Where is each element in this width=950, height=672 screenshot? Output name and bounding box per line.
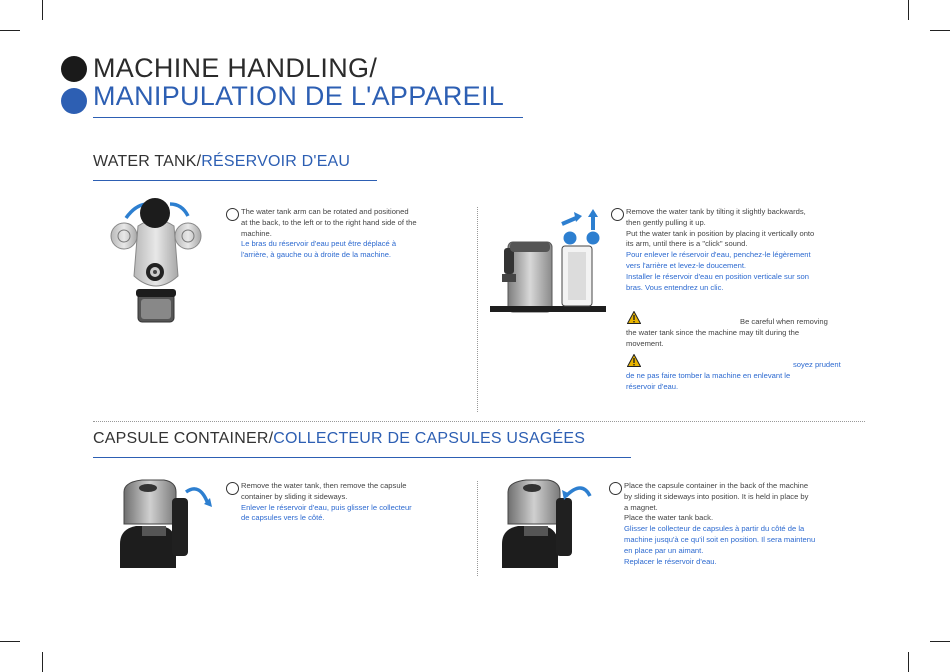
section-title-capsule: CAPSULE CONTAINER/COLLECTEUR DE CAPSULES…	[93, 430, 585, 448]
capsule-step1-text: Remove the water tank, then remove the c…	[241, 481, 412, 523]
section-title-water-tank: WATER TANK/RÉSERVOIR D'EAU	[93, 153, 350, 171]
section-underline	[93, 457, 631, 458]
page-title-fr: MANIPULATION DE L'APPAREIL	[93, 81, 505, 111]
crop-mark	[908, 0, 909, 20]
warning-text-fr: soyez prudent de ne pas faire tomber la …	[626, 360, 841, 391]
section-title-fr: COLLECTEUR DE CAPSULES USAGÉES	[273, 430, 586, 447]
water-tank-step1-text: The water tank arm can be rotated and po…	[241, 207, 417, 260]
section-underline	[93, 180, 377, 181]
step-marker-2	[609, 482, 622, 495]
crop-mark	[930, 641, 950, 642]
tank-arm-rotation-illustration	[110, 198, 202, 323]
capsule-removal-illustration	[120, 479, 212, 568]
crop-mark	[908, 652, 909, 672]
warning-icon	[627, 354, 641, 367]
crop-mark	[0, 30, 20, 31]
step-marker-2	[611, 208, 624, 221]
capsule-placement-illustration	[502, 479, 592, 568]
crop-mark	[930, 30, 950, 31]
column-divider	[477, 481, 478, 576]
column-divider	[477, 207, 478, 412]
capsule-step2-text: Place the capsule container in the back …	[624, 481, 816, 566]
crop-mark	[42, 652, 43, 672]
warning-icon	[627, 311, 641, 324]
step-marker-1	[226, 208, 239, 221]
section-title-fr: RÉSERVOIR D'EAU	[201, 153, 351, 170]
crop-mark	[42, 0, 43, 20]
language-dot-en	[61, 56, 87, 82]
step-marker-1	[226, 482, 239, 495]
section-divider	[93, 421, 865, 422]
section-title-en: WATER TANK/	[93, 153, 202, 170]
crop-mark	[0, 641, 20, 642]
section-title-en: CAPSULE CONTAINER/	[93, 430, 274, 447]
tank-removal-illustration	[490, 209, 606, 313]
page-title-en: MACHINE HANDLING/	[93, 53, 378, 83]
water-tank-step2-text: Remove the water tank by tilting it slig…	[626, 207, 815, 292]
title-underline	[93, 117, 523, 118]
language-dot-fr	[61, 88, 87, 114]
warning-text-en: Be careful when removing the water tank …	[626, 317, 828, 348]
